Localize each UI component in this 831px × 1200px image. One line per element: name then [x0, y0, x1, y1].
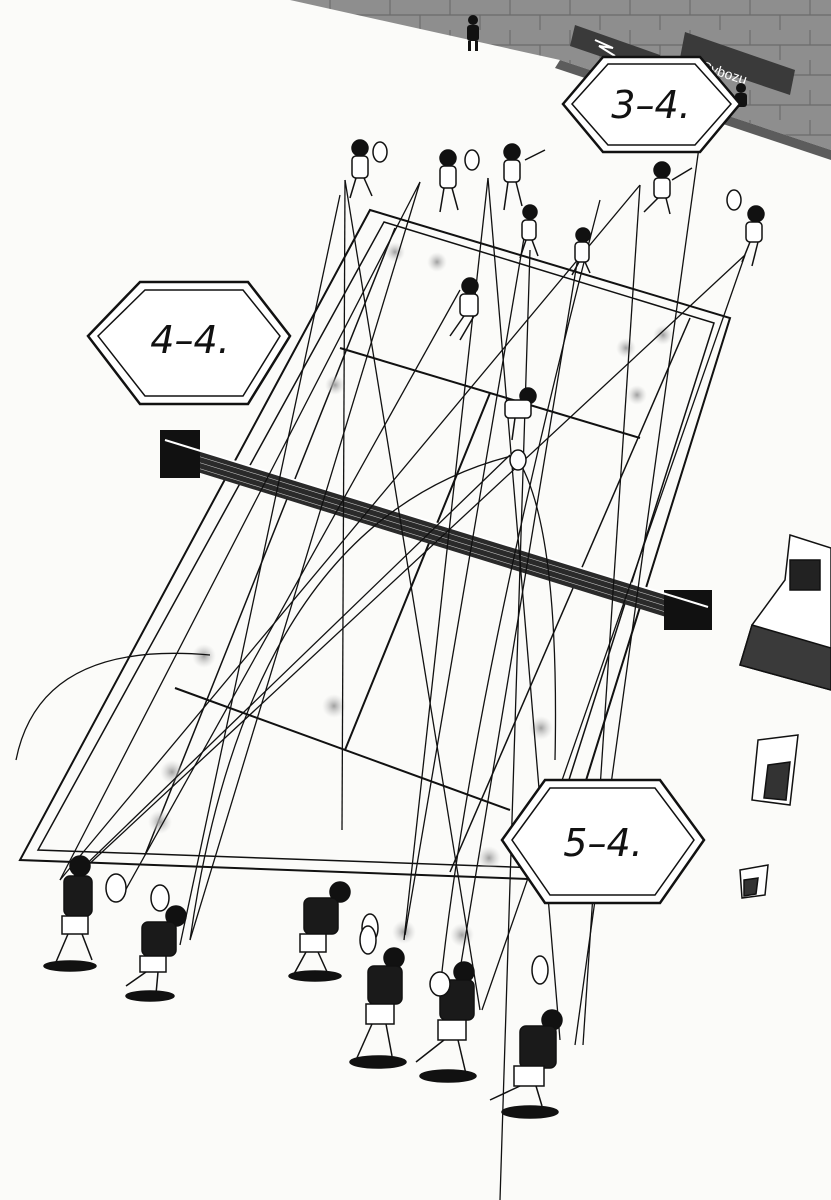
volley-player-center — [504, 387, 537, 471]
near-player-4 — [349, 925, 407, 1069]
score-text-1: 3–4. — [611, 83, 690, 127]
far-players — [349, 139, 765, 471]
far-player-1 — [349, 139, 388, 199]
score-box-2: 4–4. — [86, 280, 292, 406]
net-post-left — [160, 430, 200, 478]
score-box-3: 5–4. — [500, 778, 706, 905]
far-player-2 — [439, 149, 480, 213]
near-player-1 — [43, 855, 127, 972]
umpire-chair — [739, 534, 831, 691]
far-player-4 — [519, 204, 539, 259]
ball-person-top — [467, 15, 479, 51]
score-text-3: 5–4. — [563, 821, 642, 865]
chair — [739, 864, 769, 899]
near-players — [43, 855, 563, 1119]
tennis-net — [160, 430, 712, 630]
score-box-1: 3–4. — [561, 55, 742, 154]
near-player-2 — [125, 884, 187, 1002]
bench — [751, 734, 799, 806]
score-text-2: 4–4. — [150, 318, 229, 362]
far-player-7 — [726, 189, 765, 267]
far-player-3 — [503, 143, 546, 211]
near-player-5 — [415, 961, 477, 1083]
near-player-6 — [489, 955, 563, 1119]
far-player-8 — [449, 277, 479, 341]
far-player-6 — [643, 161, 693, 215]
ball-impact-marks — [148, 242, 673, 947]
far-player-5 — [571, 227, 591, 276]
